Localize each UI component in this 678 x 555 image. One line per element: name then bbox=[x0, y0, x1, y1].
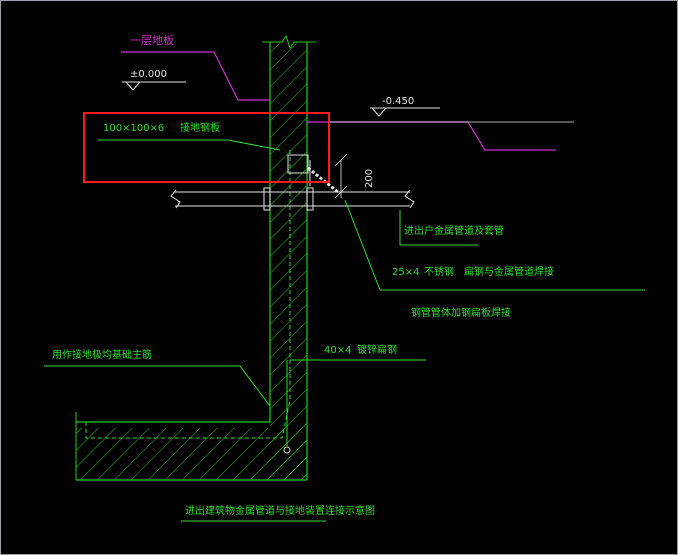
elevation-0-label: ±0.000 bbox=[130, 69, 167, 80]
leader-lines bbox=[44, 139, 645, 522]
steel-size-label: 25×4 bbox=[392, 267, 419, 278]
flat-steel-name-label: 镀锌扁钢 bbox=[357, 343, 397, 356]
foundation-footing bbox=[75, 150, 307, 481]
metal-pipe bbox=[170, 187, 415, 211]
pipe-label: 进出户金属管道及套管 bbox=[404, 224, 504, 237]
elevation-neg-label: -0.450 bbox=[382, 96, 414, 107]
floor-slab-label: 一层地板 bbox=[130, 33, 174, 47]
dimension-200 bbox=[334, 153, 348, 199]
plate-name-label: 接地钢板 bbox=[180, 121, 220, 134]
weld-note-label: 钢管管体加钢扁板焊接 bbox=[411, 306, 511, 319]
elevation-mark-neg bbox=[370, 107, 440, 117]
steel-desc-label: 不锈钢 扁钢与金属管道焊接 bbox=[424, 265, 554, 278]
foundation-wall bbox=[262, 34, 316, 480]
floor-slab-lines bbox=[121, 51, 574, 151]
highlight-box bbox=[83, 112, 330, 183]
flat-steel-size-label: 40×4 bbox=[324, 345, 351, 356]
plate-size-label: 100×100×6 bbox=[103, 123, 164, 134]
elevation-mark-0 bbox=[122, 81, 186, 91]
dimension-200-label: 200 bbox=[364, 169, 375, 188]
foundation-note-label: 用作接地极均基础主筋 bbox=[52, 348, 152, 361]
drawing-title: 进出建筑物金属管道与接地装置连接示意图 bbox=[185, 504, 375, 517]
